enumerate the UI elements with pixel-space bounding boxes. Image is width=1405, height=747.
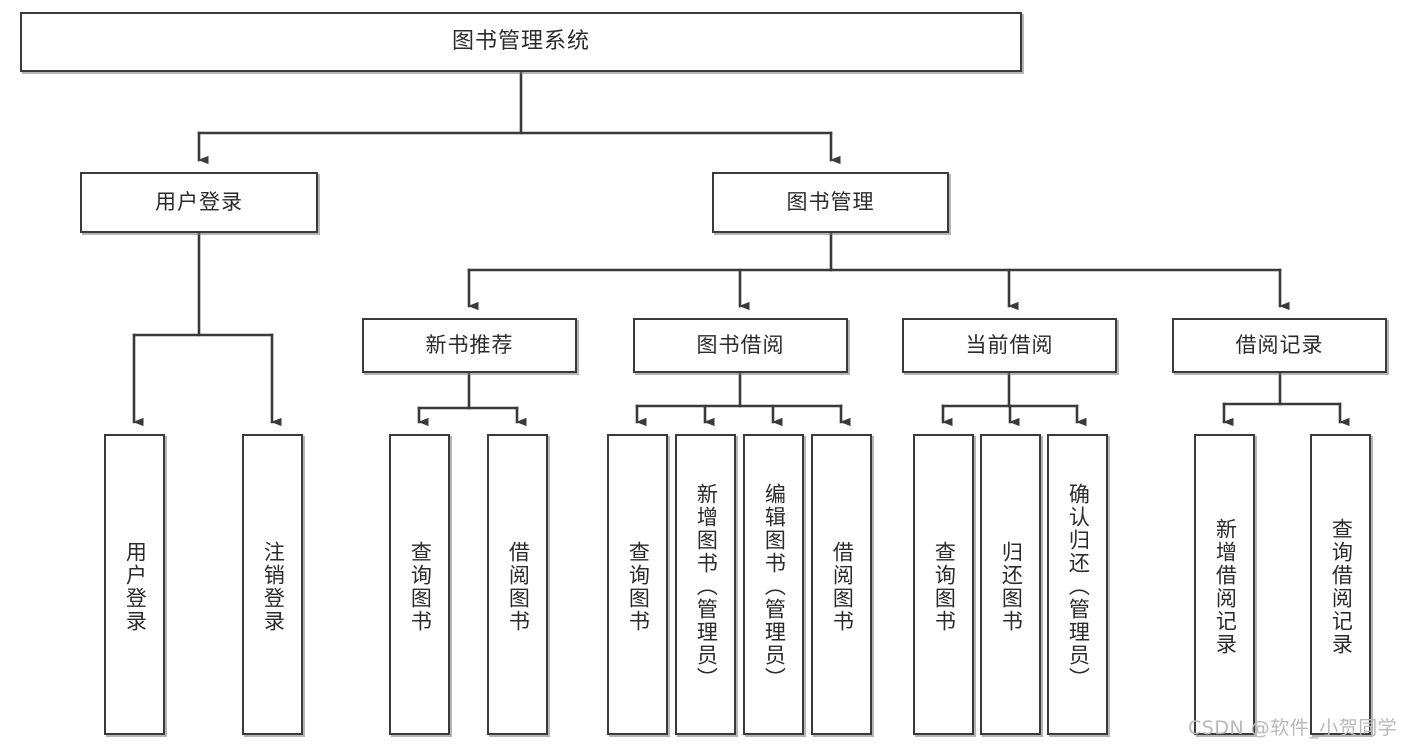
node-label: 确认归还（管理员） — [1066, 483, 1091, 690]
node-label: 借阅图书 — [506, 540, 531, 633]
node-leaf-user-login[interactable]: 用户登录 — [104, 434, 165, 735]
node-leaf-logout-login[interactable]: 注销登录 — [242, 434, 303, 735]
node-leaf-borrow-book-recommend[interactable]: 借阅图书 — [487, 434, 548, 735]
node-label: 查询图书 — [408, 540, 433, 633]
node-label: 归还图书 — [999, 540, 1024, 633]
node-label: 注销登录 — [261, 540, 286, 633]
node-leaf-borrow-book[interactable]: 借阅图书 — [811, 434, 872, 735]
node-label: 图书管理系统 — [451, 29, 590, 54]
node-label: 新增借阅记录 — [1213, 517, 1238, 656]
node-leaf-edit-book[interactable]: 编辑图书（管理员） — [743, 434, 804, 735]
node-label: 图书管理 — [786, 190, 875, 214]
node-label: 图书借阅 — [696, 333, 785, 357]
node-label: 借阅图书 — [830, 540, 855, 633]
node-label: 查询图书 — [932, 540, 957, 633]
node-root-book-management-system[interactable]: 图书管理系统 — [20, 12, 1022, 72]
node-label: 用户登录 — [155, 190, 243, 214]
node-book-borrow[interactable]: 图书借阅 — [633, 318, 848, 373]
node-leaf-confirm-return[interactable]: 确认归还（管理员） — [1047, 434, 1108, 735]
node-book-management[interactable]: 图书管理 — [712, 172, 949, 233]
node-new-book-recommend[interactable]: 新书推荐 — [362, 318, 577, 373]
node-current-borrow[interactable]: 当前借阅 — [902, 318, 1117, 373]
node-borrow-record[interactable]: 借阅记录 — [1172, 318, 1387, 373]
node-leaf-add-book[interactable]: 新增图书（管理员） — [675, 434, 736, 735]
node-label: 编辑图书（管理员） — [762, 483, 787, 690]
node-leaf-query-book-current[interactable]: 查询图书 — [913, 434, 974, 735]
node-leaf-query-book-borrow[interactable]: 查询图书 — [607, 434, 668, 735]
node-label: 用户登录 — [123, 540, 148, 633]
node-label: 查询借阅记录 — [1329, 517, 1354, 656]
node-label: 查询图书 — [626, 540, 651, 633]
node-leaf-add-borrow-record[interactable]: 新增借阅记录 — [1194, 434, 1255, 735]
node-leaf-query-book-recommend[interactable]: 查询图书 — [389, 434, 450, 735]
node-label: 新增图书（管理员） — [694, 483, 719, 690]
node-user-login[interactable]: 用户登录 — [80, 172, 318, 233]
node-leaf-return-book[interactable]: 归还图书 — [980, 434, 1041, 735]
node-label: 借阅记录 — [1235, 333, 1324, 357]
node-label: 当前借阅 — [965, 333, 1054, 357]
node-label: 新书推荐 — [425, 333, 514, 357]
node-leaf-query-borrow-record[interactable]: 查询借阅记录 — [1310, 434, 1371, 735]
